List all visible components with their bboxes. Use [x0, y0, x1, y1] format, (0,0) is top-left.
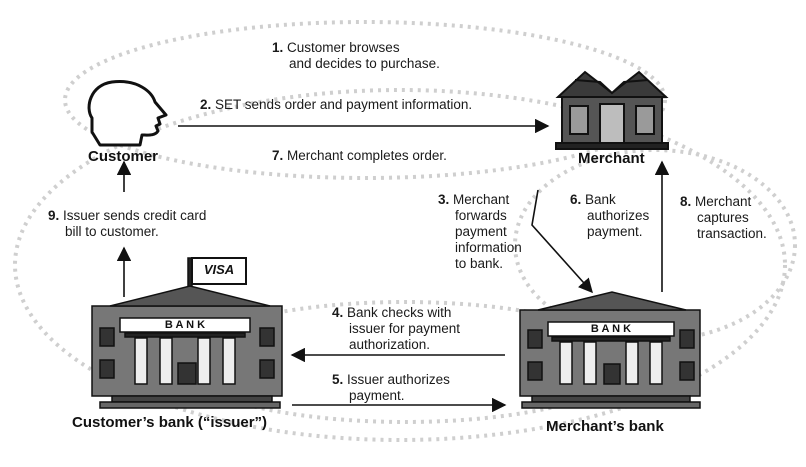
step-6-label: 6. Bank authorizes payment.: [570, 192, 649, 240]
customers-bank-icon: [91, 257, 283, 409]
step-3-line-3: payment: [455, 224, 507, 239]
step-9-number: 9.: [48, 208, 60, 223]
step-6-line-3: payment.: [587, 224, 643, 239]
step-7-label: 7. Merchant completes order.: [272, 148, 447, 164]
step-8-line-2: captures: [697, 210, 749, 225]
customers-bank-sign: B A N K: [164, 319, 206, 331]
step-6-number: 6.: [570, 192, 582, 207]
step-3-line-5: to bank.: [455, 256, 504, 271]
flow-arrows: [116, 118, 670, 413]
step-3-number: 3.: [438, 192, 450, 207]
step-2-number: 2.: [200, 97, 212, 112]
step-3-line-2: forwards: [455, 208, 507, 223]
arrow-3-merchant-to-bank: [531, 189, 593, 294]
step-8-number: 8.: [680, 194, 692, 209]
step-3-label: 3. Merchant forwards payment information…: [438, 192, 522, 272]
merchant-store-icon: [555, 70, 669, 150]
step-2-label: 2. SET sends order and payment informati…: [200, 97, 472, 113]
step-1-label: 1. Customer browses and decides to purch…: [272, 40, 440, 72]
step-7-line-1: Merchant completes order.: [287, 148, 447, 163]
step-9-line-1: Issuer sends credit card: [63, 208, 207, 223]
step-1-line-2: and decides to purchase.: [289, 56, 440, 71]
step-3-line-1: Merchant: [453, 192, 510, 207]
customers-bank-label: Customer’s bank (“issuer”): [72, 414, 268, 431]
step-6-line-1: Bank: [585, 192, 616, 207]
customer-label: Customer: [88, 148, 159, 165]
step-4-line-2: issuer for payment: [349, 321, 461, 336]
merchants-bank-sign: B A N K: [590, 323, 632, 335]
step-5-line-1: Issuer authorizes: [347, 372, 450, 387]
step-1-line-1: Customer browses: [287, 40, 400, 55]
step-4-line-1: Bank checks with: [347, 305, 452, 320]
step-4-number: 4.: [332, 305, 344, 320]
step-5-line-2: payment.: [349, 388, 405, 403]
step-1-number: 1.: [272, 40, 284, 55]
customer-head-icon: [87, 80, 168, 147]
visa-flag-logo: VISA: [203, 262, 235, 277]
step-8-line-3: transaction.: [697, 226, 767, 241]
step-9-label: 9. Issuer sends credit card bill to cust…: [48, 208, 206, 240]
step-8-label: 8. Merchant captures transaction.: [680, 194, 767, 242]
step-7-number: 7.: [272, 148, 284, 163]
step-6-line-2: authorizes: [587, 208, 650, 223]
step-4-line-3: authorization.: [349, 337, 431, 352]
step-3-line-4: information: [455, 240, 522, 255]
merchant-label: Merchant: [578, 150, 645, 167]
step-4-label: 4. Bank checks with issuer for payment a…: [332, 305, 460, 353]
step-5-number: 5.: [332, 372, 344, 387]
merchants-bank-label: Merchant’s bank: [546, 418, 664, 435]
step-5-label: 5. Issuer authorizes payment.: [332, 372, 450, 404]
step-9-line-2: bill to customer.: [65, 224, 159, 239]
step-2-line-1: SET sends order and payment information.: [215, 97, 473, 112]
step-8-line-1: Merchant: [695, 194, 752, 209]
merchants-bank-icon: [519, 291, 701, 409]
